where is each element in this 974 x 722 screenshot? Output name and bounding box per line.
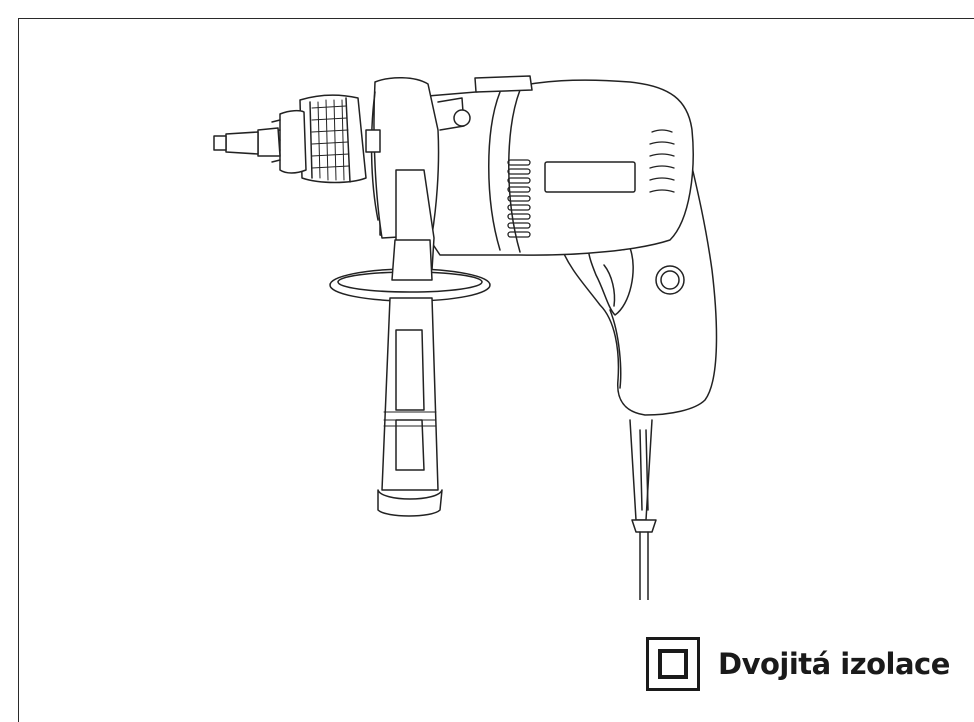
vent-slots-left [507, 159, 531, 238]
double-insulation-badge: Dvojitá izolace [646, 636, 950, 692]
power-cord [629, 419, 657, 600]
double-insulation-label: Dvojitá izolace [718, 647, 950, 681]
hammer-drill-illustration [213, 75, 718, 600]
drill-chuck [213, 94, 381, 184]
double-insulation-icon [646, 637, 700, 691]
vent-slots-right [649, 129, 675, 193]
side-handle [329, 169, 491, 517]
page-frame [18, 18, 974, 722]
